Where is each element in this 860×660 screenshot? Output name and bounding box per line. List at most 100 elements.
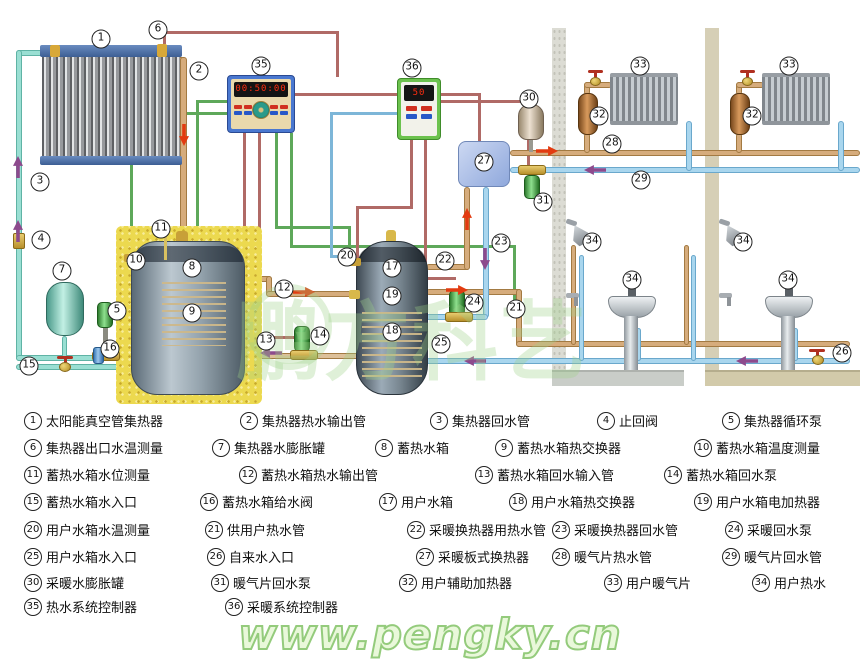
sensor-wire	[330, 112, 397, 115]
legend-label: 采暖回水泵	[747, 524, 813, 539]
legend-item: 29 暖气片回水管	[722, 547, 822, 566]
floor-room2	[705, 370, 860, 386]
sensor-wire	[163, 33, 166, 44]
radiator1-valve-handle[interactable]	[588, 70, 603, 73]
label-22: 22	[435, 251, 455, 271]
wall-faucet[interactable]	[566, 293, 579, 298]
sensor-wire	[330, 112, 333, 257]
power-wire	[356, 206, 413, 209]
sensor-wire	[275, 133, 278, 228]
legend-label: 采暖换热器回水管	[574, 524, 679, 539]
legend-label: 采暖换热器用热水管	[429, 524, 547, 539]
sensor-wire	[478, 93, 481, 143]
mains-inlet-valve[interactable]	[812, 355, 824, 365]
legend-number: 18	[509, 492, 527, 511]
user-hot-pipe	[516, 341, 850, 347]
label-9: 9	[182, 303, 202, 323]
inlet-valve-stem	[64, 358, 67, 363]
legend-number: 29	[722, 547, 740, 566]
legend-number: 14	[664, 465, 682, 484]
solar-collector-tubes	[42, 56, 180, 158]
legend-number: 32	[399, 573, 417, 592]
controller-button[interactable]	[244, 105, 252, 109]
legend-number: 2	[240, 411, 258, 430]
controller-button[interactable]	[280, 105, 288, 109]
legend-number: 23	[552, 520, 570, 539]
label-16: 16	[100, 339, 120, 359]
shower-arm	[565, 218, 578, 227]
legend-item: 18 用户水箱热交换器	[509, 492, 635, 511]
pump-fitting	[518, 165, 546, 175]
mains-valve-handle[interactable]	[809, 349, 825, 352]
controller-button[interactable]	[421, 106, 432, 111]
sensor-wire	[336, 31, 339, 77]
label-12: 12	[274, 279, 294, 299]
legend-label: 蓄热水箱回水输入管	[497, 469, 615, 484]
solar-collector-header	[40, 45, 182, 57]
legend-number: 16	[200, 492, 218, 511]
radiator1-valve[interactable]	[590, 77, 601, 86]
radiator-2	[762, 73, 830, 125]
controller-button[interactable]	[234, 111, 242, 115]
legend-item: 25 用户水箱水入口	[24, 547, 137, 566]
controller-button[interactable]	[234, 105, 242, 109]
label-34: 34	[733, 232, 753, 252]
label-19: 19	[382, 286, 402, 306]
label-34: 34	[582, 232, 602, 252]
legend-label: 采暖系统控制器	[247, 601, 339, 616]
controller-button[interactable]	[406, 106, 417, 111]
sink-faucet[interactable]	[628, 287, 636, 296]
sink-faucet[interactable]	[785, 287, 793, 296]
radiator2-valve-stem	[746, 72, 749, 78]
legend-number: 10	[694, 438, 712, 457]
label-32: 32	[742, 106, 762, 126]
legend-number: 1	[24, 411, 42, 430]
controller-button[interactable]	[280, 111, 288, 115]
label-36: 36	[402, 58, 422, 78]
storage-inlet-valve[interactable]	[59, 362, 71, 372]
legend-label: 用户水箱电加热器	[716, 496, 821, 511]
radiator-return-pump[interactable]	[524, 175, 540, 199]
sensor-wire	[196, 100, 199, 229]
heating-expansion-tank-stem	[529, 138, 533, 152]
wall-faucet[interactable]	[719, 293, 732, 298]
label-28: 28	[602, 134, 622, 154]
legend-number: 17	[379, 492, 397, 511]
controller-button[interactable]	[270, 111, 278, 115]
legend-label: 用户水箱水入口	[46, 551, 138, 566]
legend-number: 25	[24, 547, 42, 566]
collector-outlet-sensor	[157, 44, 167, 57]
user-tank-top-band	[358, 247, 426, 262]
legend-number: 12	[239, 465, 257, 484]
controller-button[interactable]	[421, 114, 432, 119]
label-2: 2	[189, 61, 209, 81]
label-20: 20	[337, 247, 357, 267]
radiator2-valve[interactable]	[742, 77, 753, 86]
legend-label: 用户水箱热交换器	[531, 496, 636, 511]
controller-button[interactable]	[270, 105, 278, 109]
flow-arrow-down	[179, 124, 189, 146]
controller-button[interactable]	[406, 114, 417, 119]
legend-label: 暖气片回水管	[744, 551, 823, 566]
radiator2-valve-handle[interactable]	[740, 70, 755, 73]
inlet-valve-handle[interactable]	[57, 356, 73, 359]
legend-label: 热水系统控制器	[46, 601, 138, 616]
legend-label: 用户水箱水温测量	[46, 524, 151, 539]
sensor-wire	[348, 226, 351, 258]
legend-label: 集热器回水管	[452, 415, 531, 430]
legend-label: 自来水入口	[229, 551, 295, 566]
flow-arrow-right	[446, 285, 468, 295]
controller-dial[interactable]	[252, 101, 270, 119]
controller-button[interactable]	[244, 111, 252, 115]
sink-pedestal	[781, 316, 795, 370]
legend-label: 蓄热水箱	[397, 442, 450, 457]
legend-number: 6	[24, 438, 42, 457]
